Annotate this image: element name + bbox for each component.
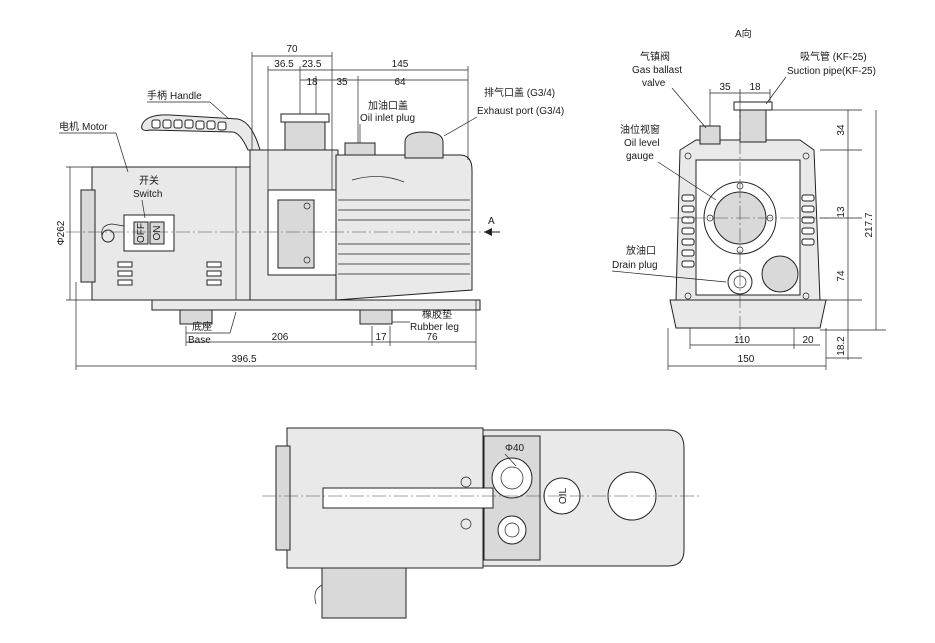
- switch-label-en: Switch: [133, 189, 162, 200]
- oil-inlet-label-cn: 加油口盖: [368, 99, 408, 112]
- motor-label-cn: 电机: [59, 120, 79, 133]
- exhaust-label-cn: 排气口盖 (G3/4): [484, 86, 555, 99]
- dim-23-5: 23.5: [302, 59, 322, 70]
- dim-phi40: Φ40: [505, 443, 525, 454]
- dim-35-front: 35: [336, 77, 348, 88]
- dim-end-34: 34: [836, 124, 847, 136]
- motor-end-cap: [80, 189, 96, 283]
- top-motor-end: [275, 445, 291, 551]
- view-a-label: A向: [735, 27, 752, 40]
- rubber-leg-left: [179, 309, 213, 325]
- dim-36-5: 36.5: [274, 59, 294, 70]
- dim-64: 64: [394, 77, 406, 88]
- motor-vent-slots: [117, 261, 222, 286]
- switch-on-text: ON: [152, 226, 163, 241]
- oil-level-label-en2: gauge: [626, 151, 654, 162]
- top-suction-port: [491, 457, 533, 499]
- top-handle-bar: [322, 487, 494, 509]
- end-fins: [681, 194, 815, 268]
- end-labels: 气镇阀 Gas ballast valve 吸气管 (KF-25) Suctio…: [611, 50, 876, 283]
- exhaust-plug: [404, 131, 444, 159]
- base-plate: [151, 299, 481, 311]
- dim-end-217-7: 217.7: [864, 212, 875, 237]
- switch-off-text: OFF: [136, 223, 147, 243]
- rubber-label-en: Rubber leg: [410, 322, 459, 333]
- front-view: OFF ON: [66, 113, 500, 325]
- suction-fitting: [284, 119, 326, 151]
- rubber-leg-right: [359, 309, 393, 325]
- top-switch-box: [321, 567, 407, 619]
- front-top-dimensions: 70 36.5 23.5 18 35 145 64: [251, 44, 469, 190]
- gas-ballast-label-en1: Gas ballast: [632, 65, 682, 76]
- switch-off-key: [133, 221, 149, 245]
- suction-pipe-end: [739, 107, 767, 143]
- top-oil-window-text: OIL: [558, 488, 569, 505]
- dim-end-18: 18: [749, 82, 761, 93]
- handle-label-cn: 手柄: [147, 89, 167, 102]
- drain-label-en: Drain plug: [612, 260, 658, 271]
- suction-label-cn: 吸气管 (KF-25): [800, 50, 867, 63]
- end-dimensions: 35 18 34 13 217.7 74 18.2 110 20 150: [667, 82, 886, 370]
- dim-17: 17: [375, 332, 387, 343]
- front-bottom-dimensions: Φ262 206 17 76 396.5: [56, 166, 477, 370]
- dim-396-5: 396.5: [231, 354, 256, 365]
- rubber-label-cn: 橡胶垫: [422, 308, 452, 321]
- direction-arrow-a-label: A: [488, 216, 495, 227]
- dim-70: 70: [286, 44, 298, 55]
- top-view: OIL Φ40: [262, 427, 700, 619]
- dim-18-front: 18: [306, 77, 318, 88]
- dim-phi262: Φ262: [56, 220, 67, 245]
- end-motor-circle: [761, 255, 799, 293]
- base-label-cn: 底座: [192, 320, 212, 333]
- switch-box: [123, 214, 175, 252]
- pump-housing: [335, 154, 473, 301]
- end-base: [669, 299, 827, 329]
- front-labels: 手柄 Handle 电机 Motor 开关 Switch 加油口盖 Oil in…: [59, 86, 564, 346]
- suction-label-en: Suction pipe(KF-25): [787, 66, 876, 77]
- gas-ballast-label-en2: valve: [642, 78, 666, 89]
- dim-145: 145: [392, 59, 409, 70]
- oil-level-label-cn: 油位视窗: [620, 123, 660, 136]
- dim-end-20: 20: [802, 335, 814, 346]
- pump-housing-fins: [338, 199, 470, 275]
- dim-end-13: 13: [836, 206, 847, 218]
- exhaust-label-en: Exhaust port (G3/4): [477, 106, 564, 117]
- handle-grips: [151, 119, 227, 131]
- dim-end-150: 150: [738, 354, 755, 365]
- top-gas-ballast-knob: [497, 515, 527, 545]
- dim-end-74: 74: [836, 270, 847, 282]
- gas-ballast-valve: [699, 125, 721, 145]
- switch-label-cn: 开关: [139, 174, 159, 187]
- dim-end-18-2: 18.2: [836, 336, 847, 356]
- oil-inlet-plug: [344, 142, 376, 156]
- switch-on-key: [149, 221, 165, 245]
- drain-label-cn: 放油口: [626, 244, 656, 257]
- dim-206: 206: [272, 332, 289, 343]
- dim-end-35: 35: [719, 82, 731, 93]
- handle-label-en: Handle: [170, 91, 202, 102]
- end-view: A向: [669, 27, 828, 340]
- dim-end-110: 110: [734, 335, 750, 346]
- base-label-en: Base: [188, 335, 211, 346]
- oil-inlet-label-en: Oil inlet plug: [360, 113, 415, 124]
- oil-level-label-en1: Oil level: [624, 138, 660, 149]
- pump-front-panel: [277, 199, 315, 269]
- dim-76: 76: [426, 332, 438, 343]
- gas-ballast-label-cn: 气镇阀: [640, 50, 670, 63]
- motor-label-en: Motor: [82, 122, 108, 133]
